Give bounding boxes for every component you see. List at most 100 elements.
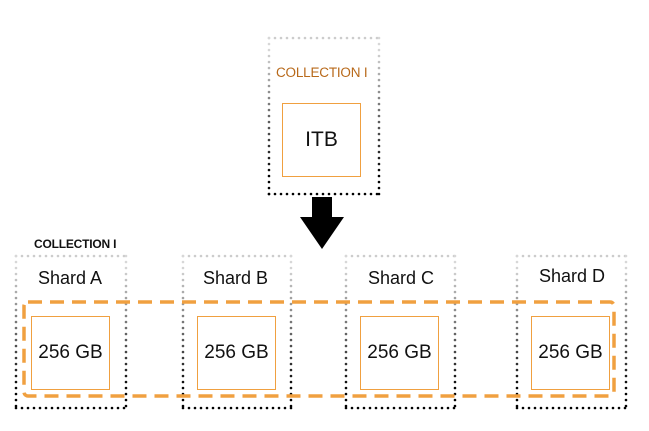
border-dot: [247, 406, 251, 410]
border-dot: [515, 284, 519, 288]
border-dot: [267, 84, 271, 88]
border-dot: [356, 254, 360, 258]
border-dot: [515, 326, 519, 330]
border-dot: [267, 144, 271, 148]
border-dot: [289, 308, 293, 312]
border-dot: [404, 254, 408, 258]
border-dot: [297, 192, 301, 196]
border-dot: [575, 254, 579, 258]
border-dot: [377, 168, 381, 172]
border-dot: [344, 398, 348, 402]
border-dot: [277, 406, 281, 410]
border-dot: [587, 254, 591, 258]
border-dot: [86, 254, 90, 258]
border-dot: [453, 266, 457, 270]
border-dot: [453, 392, 457, 396]
source-size-box: ITB: [282, 103, 361, 177]
border-dot: [124, 404, 128, 408]
border-dot: [377, 84, 381, 88]
border-dot: [124, 284, 128, 288]
border-dot: [267, 114, 271, 118]
border-dot: [515, 398, 519, 402]
border-dot: [289, 302, 293, 306]
border-dot: [267, 132, 271, 136]
border-dot: [267, 102, 271, 106]
border-dot: [124, 362, 128, 366]
source-collection-dotted-border: [267, 36, 381, 196]
border-dot: [14, 356, 18, 360]
border-dot: [289, 284, 293, 288]
border-dot: [624, 284, 628, 288]
border-dot: [515, 386, 519, 390]
border-dot: [283, 254, 287, 258]
border-dot: [377, 54, 381, 58]
border-dot: [527, 254, 531, 258]
border-dot: [223, 254, 227, 258]
border-dot: [124, 332, 128, 336]
border-dot: [259, 406, 263, 410]
border-dot: [380, 406, 384, 410]
border-dot: [14, 398, 18, 402]
shard-c-title: Shard C: [368, 268, 435, 288]
border-dot: [124, 368, 128, 372]
border-dot: [422, 254, 426, 258]
border-dot: [377, 120, 381, 124]
border-dot: [124, 266, 128, 270]
border-dot: [181, 406, 185, 410]
border-dot: [515, 368, 519, 372]
border-dot: [581, 254, 585, 258]
border-dot: [211, 406, 215, 410]
border-dot: [38, 254, 42, 258]
border-dot: [92, 406, 96, 410]
border-dot: [344, 272, 348, 276]
border-dot: [124, 308, 128, 312]
border-dot: [344, 404, 348, 408]
border-dot: [229, 254, 233, 258]
border-dot: [14, 302, 18, 306]
collection-dashed-boundary: [22, 300, 616, 398]
border-dot: [14, 362, 18, 366]
border-dot: [181, 254, 185, 258]
source-size-label: ITB: [305, 128, 338, 151]
border-dot: [515, 380, 519, 384]
border-dot: [80, 254, 84, 258]
border-dot: [86, 406, 90, 410]
border-dot: [587, 406, 591, 410]
border-dot: [368, 254, 372, 258]
border-dot: [453, 386, 457, 390]
border-dot: [350, 406, 354, 410]
border-dot: [453, 338, 457, 342]
shard-b-title: Shard B: [203, 268, 269, 288]
border-dot: [428, 254, 432, 258]
border-dot: [181, 272, 185, 276]
border-dot: [181, 380, 185, 384]
border-dot: [344, 326, 348, 330]
border-dot: [569, 254, 573, 258]
border-dot: [321, 192, 325, 196]
border-dot: [386, 254, 390, 258]
border-dot: [14, 392, 18, 396]
border-dot: [291, 192, 295, 196]
border-dot: [74, 254, 78, 258]
border-dot: [344, 260, 348, 264]
border-dot: [351, 36, 355, 40]
border-dot: [363, 36, 367, 40]
border-dot: [515, 406, 519, 410]
shard-d-size-box: 256 GB: [531, 316, 610, 390]
border-dot: [14, 278, 18, 282]
border-dot: [624, 404, 628, 408]
border-dot: [624, 278, 628, 282]
border-dot: [44, 406, 48, 410]
border-dot: [267, 150, 271, 154]
border-dot: [344, 406, 348, 410]
border-dot: [392, 254, 396, 258]
border-dot: [377, 174, 381, 178]
border-dot: [104, 254, 108, 258]
shard-d-title: Shard D: [539, 266, 606, 286]
border-dot: [377, 90, 381, 94]
border-dot: [557, 406, 561, 410]
border-dot: [410, 254, 414, 258]
border-dot: [416, 406, 420, 410]
shard-d-dotted-border: [515, 254, 628, 410]
border-dot: [624, 326, 628, 330]
